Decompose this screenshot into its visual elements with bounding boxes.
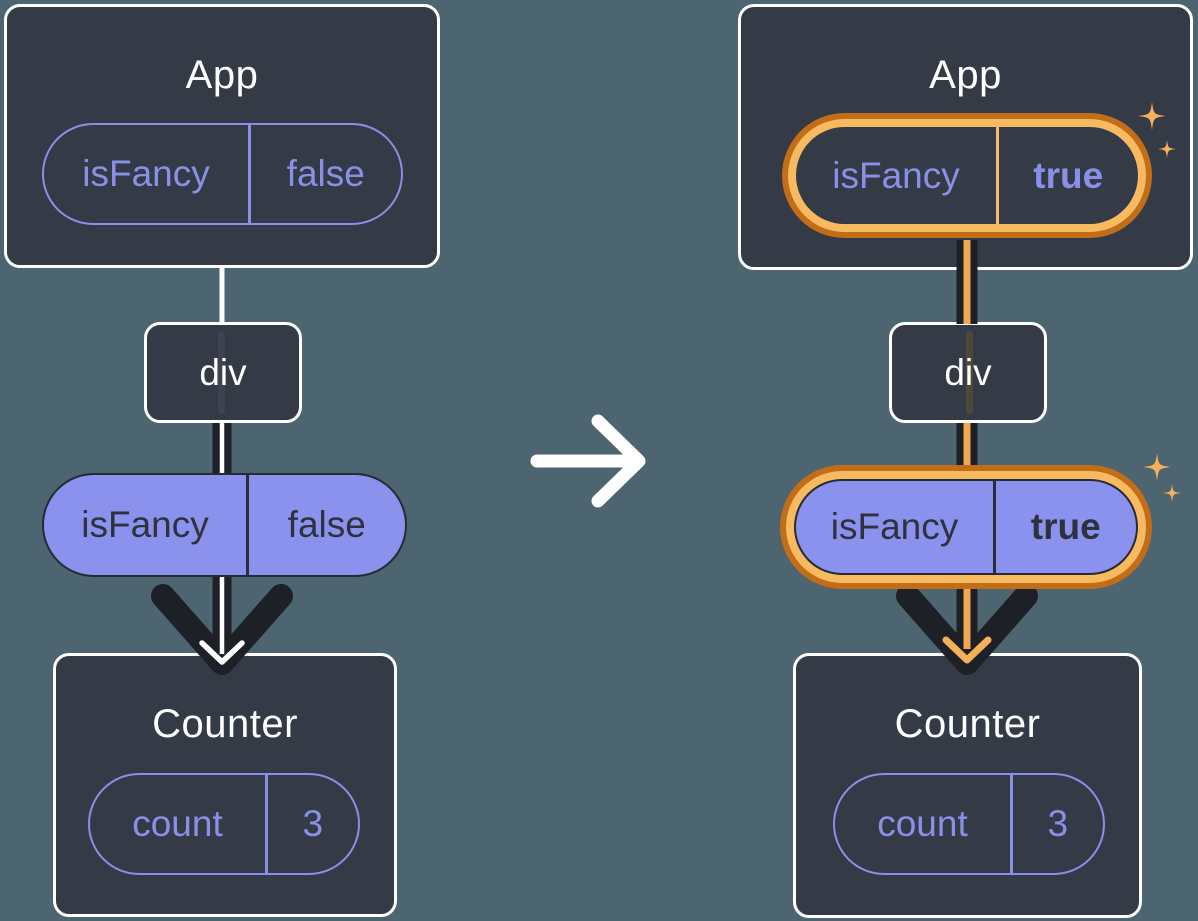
sparkle-icon — [1158, 140, 1176, 158]
pill-divider — [996, 127, 999, 224]
orange-arrowhead-icon — [942, 636, 992, 664]
passed-prop-pill-before: isFancy false — [42, 473, 407, 577]
pill-divider — [246, 475, 249, 575]
state-name: isFancy — [832, 154, 960, 196]
sparkle-icon — [1163, 484, 1181, 502]
state-name: count — [132, 803, 223, 844]
counter-state-pill-after: count 3 — [833, 773, 1105, 875]
white-line-app-to-div — [219, 265, 225, 325]
prop-name: isFancy — [830, 506, 959, 547]
highlight-ring: isFancy true — [786, 471, 1146, 583]
prop-name: isFancy — [81, 504, 209, 545]
app-title: App — [929, 53, 1002, 97]
sparkle-icon — [1138, 102, 1166, 130]
div-label: div — [199, 351, 247, 393]
passed-prop-pill-after: isFancy true — [794, 479, 1138, 575]
state-value: 3 — [302, 803, 324, 844]
counter-title: Counter — [152, 702, 298, 746]
counter-title: Counter — [894, 702, 1041, 746]
white-arrowhead-icon — [199, 640, 245, 665]
pill-divider — [1010, 775, 1013, 873]
app-state-pill-after-highlight: isFancy true — [782, 113, 1152, 238]
orange-core-line — [963, 240, 971, 324]
app-title: App — [185, 53, 259, 97]
line-through-div — [966, 331, 973, 414]
div-node-card-before: div — [144, 322, 302, 423]
state-value: true — [1033, 154, 1104, 196]
app-state-pill-before: isFancy false — [42, 123, 403, 225]
state-value: false — [286, 153, 365, 194]
counter-state-pill-before: count 3 — [88, 773, 360, 875]
line-through-div — [218, 331, 225, 414]
prop-value: false — [287, 504, 366, 545]
highlight-ring: isFancy true — [788, 119, 1146, 232]
right-arrow-icon — [530, 414, 646, 508]
prop-value: true — [1030, 506, 1101, 547]
passed-prop-pill-after-highlight: isFancy true — [780, 465, 1152, 589]
sparkle-icon — [1143, 453, 1171, 481]
pill-divider — [248, 125, 251, 223]
div-label: div — [944, 351, 992, 393]
state-name: isFancy — [82, 153, 210, 194]
pill-divider — [993, 481, 996, 573]
state-value: 3 — [1047, 803, 1069, 844]
pill-divider — [265, 775, 268, 873]
state-name: count — [877, 803, 968, 844]
app-state-pill-after: isFancy true — [796, 127, 1138, 224]
